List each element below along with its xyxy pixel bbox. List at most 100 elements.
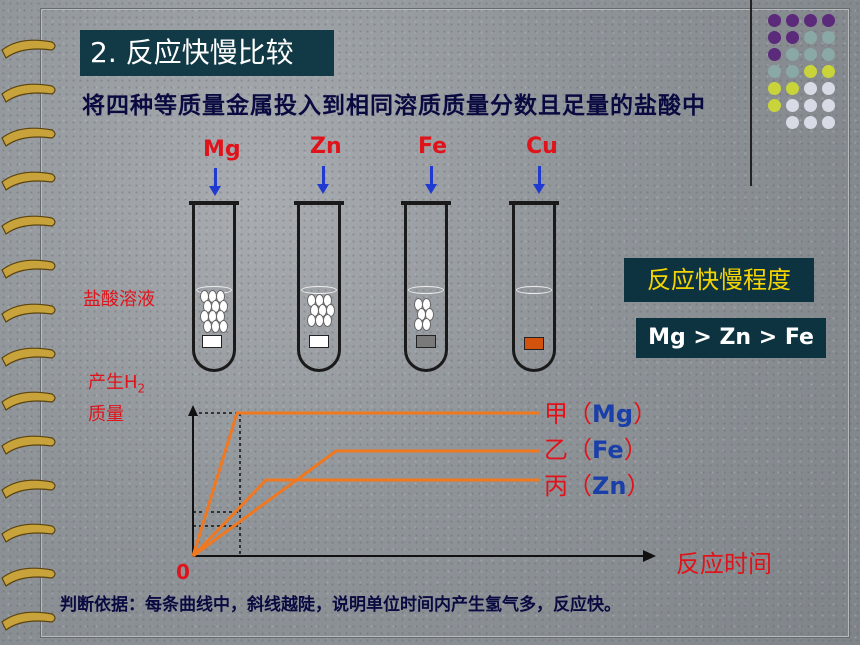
decorative-dot: [768, 82, 781, 95]
tube-rim: [509, 201, 559, 205]
binder-clip: [1, 347, 56, 367]
y-label-text: 产生H: [88, 372, 138, 393]
conclusion-text: 判断依据：每条曲线中，斜线越陡，说明单位时间内产生氢气多，反应快。: [60, 595, 621, 615]
tube-rim: [294, 201, 344, 205]
binder-clip: [1, 259, 56, 279]
graph-x-label: 反应时间: [676, 550, 772, 578]
graph-origin: 0: [176, 560, 190, 584]
metal-piece-fe: [416, 335, 436, 348]
liquid-label: 盐酸溶液: [83, 289, 155, 310]
rate-panel-order: Mg > Zn > Fe: [636, 318, 826, 358]
decorative-dot: [786, 82, 799, 95]
decorative-dot: [804, 116, 817, 129]
down-arrow-icon: [430, 166, 433, 186]
curve-label-prefix: 甲: [544, 400, 568, 428]
decorative-dot: [786, 48, 799, 61]
curve-label-metal: Zn: [592, 472, 627, 500]
slide-frame: [40, 8, 850, 638]
curve-label-prefix: 丙: [544, 472, 568, 500]
curve-label-prefix: 乙: [544, 436, 568, 464]
metal-label-fe: Fe: [418, 134, 448, 159]
decorative-dot: [768, 48, 781, 61]
metal-piece-zn: [309, 335, 329, 348]
y-label-text-2: 质量: [88, 403, 124, 425]
curve-label-paren: ）: [623, 436, 648, 464]
decorative-dot: [804, 48, 817, 61]
metal-piece-cu: [524, 337, 544, 350]
rate-panel-heading: 反应快慢程度: [624, 258, 814, 302]
decorative-dot: [804, 14, 817, 27]
down-arrow-icon: [214, 168, 217, 188]
y-axis-arrow-icon: [188, 405, 198, 416]
binder-clip: [1, 391, 56, 411]
binder-clip: [1, 39, 56, 59]
decorative-vertical-line: [750, 0, 752, 186]
arrowhead-icon: [533, 184, 545, 194]
curve-yi: [192, 449, 540, 558]
binder-ring-icon: [1, 39, 56, 631]
curve-label-paren: ）: [626, 472, 651, 500]
binder-clip: [1, 567, 56, 587]
y-label-subscript: 2: [137, 381, 146, 396]
binder-clip: [1, 215, 56, 235]
decorative-dot: [822, 82, 835, 95]
liquid-surface: [516, 286, 552, 294]
decorative-dot: [822, 31, 835, 44]
decorative-dot: [768, 31, 781, 44]
decorative-dot: [822, 65, 835, 78]
curve-label-metal: Fe: [592, 436, 624, 464]
tube-rim: [401, 201, 451, 205]
decorative-dot: [768, 99, 781, 112]
decorative-dot: [786, 99, 799, 112]
slide-subtitle: 将四种等质量金属投入到相同溶质质量分数且足量的盐酸中: [82, 93, 706, 119]
decorative-dot: [804, 82, 817, 95]
binder-clip: [1, 83, 56, 103]
test-tube-fe: [404, 204, 448, 372]
metal-label-cu: Cu: [526, 134, 558, 159]
test-tube-cu: [512, 204, 556, 372]
decorative-dot: [786, 14, 799, 27]
curve-label-paren: ）: [633, 400, 658, 428]
curve-label-jia: 甲（Mg）: [544, 394, 657, 429]
liquid-surface: [408, 286, 444, 294]
gas-bubble: [422, 318, 431, 331]
binder-clip: [1, 479, 56, 499]
binder-clip: [1, 127, 56, 147]
decorative-dot: [768, 14, 781, 27]
decorative-dot: [786, 65, 799, 78]
arrowhead-icon: [209, 186, 221, 196]
test-tube-mg: [192, 204, 236, 372]
curve-label-metal: Mg: [592, 400, 634, 428]
down-arrow-icon: [322, 166, 325, 186]
curve-label-bing: 丙（Zn）: [544, 466, 651, 501]
decorative-dot: [822, 14, 835, 27]
binder-clip: [1, 171, 56, 191]
metal-label-zn: Zn: [310, 134, 342, 159]
curve-label-paren: （: [568, 400, 592, 428]
arrowhead-icon: [317, 184, 329, 194]
liquid-surface: [301, 286, 337, 294]
gas-bubble: [323, 314, 332, 327]
gas-bubble: [219, 320, 228, 333]
decorative-dot: [786, 31, 799, 44]
decorative-dot: [804, 65, 817, 78]
curve-label-paren: （: [568, 472, 592, 500]
metal-piece-mg: [202, 335, 222, 348]
binder-clip: [1, 611, 56, 631]
decorative-dot: [822, 99, 835, 112]
x-axis-arrow-icon: [643, 550, 656, 562]
decorative-dot: [822, 116, 835, 129]
decorative-dot: [822, 48, 835, 61]
decorative-dot: [768, 65, 781, 78]
curve-bing: [191, 478, 540, 558]
graph-y-label: 产生H2 质量: [88, 370, 145, 428]
slide-title: 2. 反应快慢比较: [80, 30, 334, 76]
curve-jia: [191, 411, 540, 557]
decorative-dot: [786, 116, 799, 129]
test-tube-zn: [297, 204, 341, 372]
decorative-dot: [804, 99, 817, 112]
curve-label-paren: （: [568, 436, 592, 464]
binder-clip: [1, 523, 56, 543]
